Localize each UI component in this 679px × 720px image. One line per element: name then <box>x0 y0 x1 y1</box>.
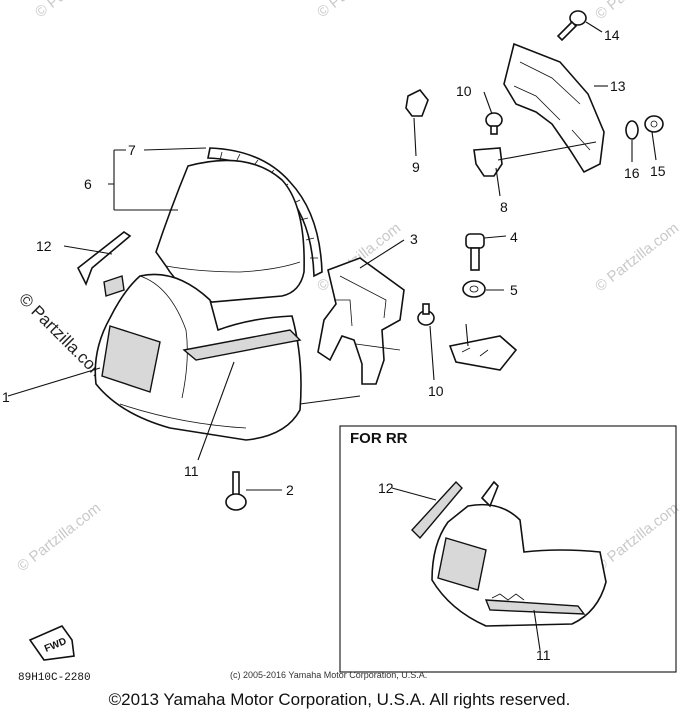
watermark: © Partzilla.com <box>14 500 104 576</box>
part-10-screw-lower <box>417 303 435 326</box>
callout-10-upper: 10 <box>456 83 472 99</box>
inset-windscreen-edge <box>480 480 499 508</box>
callout-5: 5 <box>510 282 518 298</box>
callout-15: 15 <box>650 163 666 179</box>
callout-numbers: 1 2 3 4 5 6 7 8 9 10 10 11 11 12 12 13 1… <box>2 27 666 663</box>
callout-1: 1 <box>2 389 10 405</box>
leader-lines <box>7 21 657 491</box>
part-5-grommet <box>462 280 486 298</box>
footer-copyright: ©2013 Yamaha Motor Corporation, U.S.A. A… <box>108 690 571 709</box>
part-14-bolt <box>556 10 587 42</box>
part-16-washer <box>625 120 639 140</box>
inset-fairing <box>431 503 607 627</box>
callout-4: 4 <box>510 229 518 245</box>
part-9-clip <box>405 88 429 117</box>
watermark: © Partzilla.com <box>592 500 679 576</box>
watermark: © Partzilla.com <box>314 0 404 21</box>
callout-11-main: 11 <box>184 463 199 479</box>
drawing-number: 89H10C-2280 <box>18 672 91 684</box>
callout-8: 8 <box>500 199 508 215</box>
small-copyright: (c) 2005-2016 Yamaha Motor Corporation, … <box>230 670 427 680</box>
callout-12-inset: 12 <box>378 480 394 496</box>
part-12-emblem <box>76 231 132 297</box>
fwd-arrow: FWD <box>28 625 75 661</box>
part-3-stay <box>317 257 405 385</box>
part-11-stripe <box>182 329 302 361</box>
callout-12-main: 12 <box>36 238 52 254</box>
callout-10-lower: 10 <box>428 383 444 399</box>
watermark: © Partzilla.com <box>32 0 122 21</box>
callout-7: 7 <box>128 142 136 158</box>
part-10-screw-upper <box>485 112 503 135</box>
callout-6: 6 <box>84 176 92 192</box>
inset-for-rr: FOR RR <box>339 425 677 673</box>
part-6-windscreen <box>155 159 305 303</box>
callout-13: 13 <box>610 78 626 94</box>
part-13-bracket <box>503 42 605 174</box>
callout-2: 2 <box>286 482 294 498</box>
callout-9: 9 <box>412 159 420 175</box>
watermark: © Partzilla.com <box>592 220 679 296</box>
part-15-grommet <box>644 115 664 133</box>
callout-16: 16 <box>624 165 640 181</box>
part-2-bolt <box>225 471 247 511</box>
inset-part-12 <box>411 480 463 540</box>
callout-14: 14 <box>604 27 620 43</box>
inset-title: FOR RR <box>350 430 408 447</box>
part-8-bracket <box>473 147 503 177</box>
mount-plate <box>448 335 518 371</box>
callout-11-inset: 11 <box>536 647 551 663</box>
callout-3: 3 <box>410 231 418 247</box>
part-4-bolt <box>465 233 485 271</box>
watermark: © Partzilla.com <box>592 0 679 23</box>
